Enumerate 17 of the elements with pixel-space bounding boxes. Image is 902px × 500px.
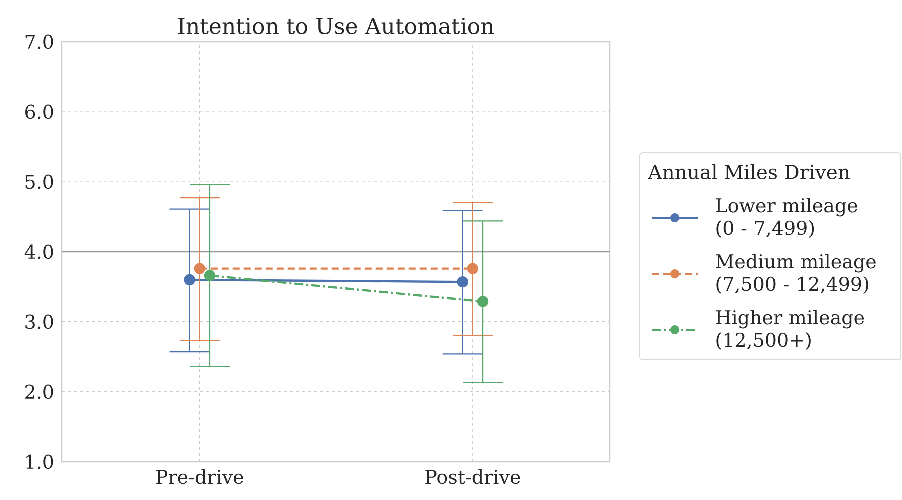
- y-tick-label: 7.0: [26, 34, 54, 50]
- x-tick-label: Pre-drive: [156, 470, 244, 484]
- y-tick-label: 2.0: [26, 384, 54, 400]
- legend-entry: Lower mileage (0 - 7,499): [652, 198, 858, 238]
- legend-entry: Medium mileage (7,500 - 12,499): [652, 254, 876, 294]
- y-tick-label: 3.0: [26, 314, 54, 330]
- y-tick-label: 6.0: [26, 104, 54, 120]
- x-tick-label: Post-drive: [426, 470, 520, 484]
- legend-entry: Higher mileage (12,500+): [652, 310, 864, 350]
- legend-title: Annual Miles Driven: [648, 164, 850, 180]
- legend-label: Higher mileage (12,500+): [716, 310, 864, 350]
- chart-title: Intention to Use Automation: [178, 18, 494, 34]
- legend-label: Lower mileage (0 - 7,499): [716, 198, 858, 238]
- y-tick-label: 5.0: [26, 174, 54, 190]
- legend-label: Medium mileage (7,500 - 12,499): [716, 254, 876, 294]
- y-tick-label: 4.0: [24, 244, 54, 260]
- y-tick-label: 1.0: [26, 454, 54, 470]
